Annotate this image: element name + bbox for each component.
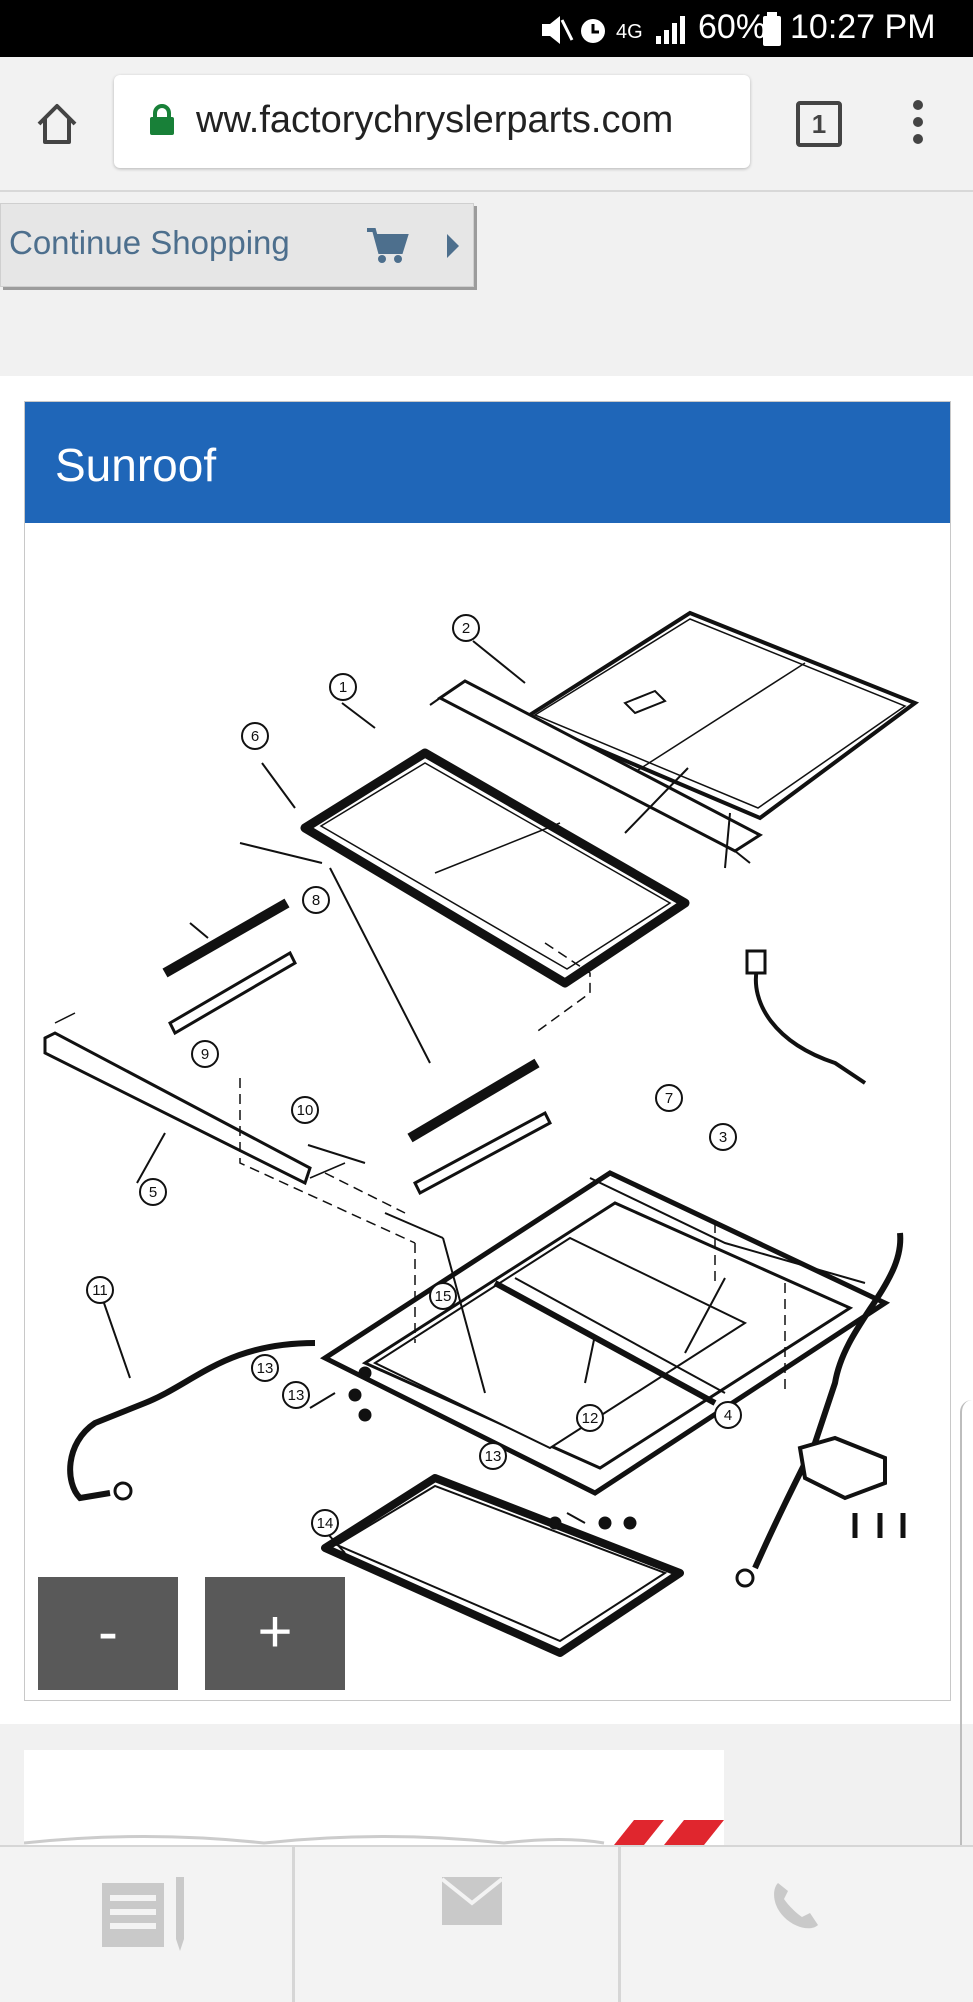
cart-icon	[367, 228, 409, 263]
bottom-navigation	[0, 1845, 973, 2002]
brand-logo-image	[24, 1820, 724, 1845]
sunroof-panel: Sunroof	[24, 401, 951, 1701]
panel-title: Sunroof	[55, 439, 217, 491]
battery-icon	[763, 12, 781, 46]
home-icon[interactable]	[34, 100, 80, 146]
callout-4: 4	[724, 1407, 732, 1424]
callout-5: 5	[149, 1184, 157, 1201]
callout-13a: 13	[257, 1360, 274, 1377]
mute-icon	[542, 16, 574, 44]
callout-9: 9	[201, 1046, 209, 1063]
callout-8: 8	[312, 892, 320, 909]
continue-shopping-label: Continue Shopping	[9, 224, 290, 261]
address-bar[interactable]: ww.factorychryslerparts.com	[114, 75, 750, 168]
sunroof-parts-diagram[interactable]: 1 2 3 4 5 6 7 8 9 10 11 12 13 13 13 14 1…	[25, 523, 950, 1698]
zoom-out-button[interactable]: -	[38, 1577, 178, 1690]
alarm-icon	[581, 19, 605, 43]
tabs-icon[interactable]: 1	[796, 101, 842, 147]
panel-header: Sunroof	[25, 402, 950, 523]
status-bar: 4G 60% 10:27 PM	[0, 0, 973, 57]
callout-7: 7	[665, 1090, 673, 1107]
brand-banner	[24, 1750, 724, 1845]
tab-count: 1	[811, 109, 827, 139]
nav-divider	[618, 1847, 621, 2002]
phone-icon[interactable]	[768, 1879, 822, 1933]
callout-2: 2	[462, 620, 470, 637]
diagram-callouts	[86, 614, 742, 1537]
zoom-out-label: -	[98, 1598, 118, 1665]
continue-shopping-button[interactable]: Continue Shopping	[0, 203, 474, 287]
zoom-in-label: +	[257, 1598, 293, 1665]
signal-icon	[656, 16, 685, 44]
list-icon[interactable]	[100, 1875, 192, 1955]
callout-15: 15	[435, 1288, 452, 1305]
callout-11: 11	[92, 1282, 108, 1299]
lock-icon	[150, 104, 174, 135]
mail-icon[interactable]	[440, 1875, 504, 1927]
status-icons: 4G	[542, 16, 685, 44]
url-text: ww.factorychryslerparts.com	[196, 99, 674, 141]
callout-14: 14	[317, 1515, 334, 1532]
menu-icon[interactable]	[905, 99, 931, 149]
callout-13b: 13	[485, 1448, 502, 1465]
clock: 10:27 PM	[790, 8, 936, 46]
callout-1: 1	[339, 679, 347, 696]
network-type: 4G	[616, 21, 643, 43]
zoom-in-button[interactable]: +	[205, 1577, 345, 1690]
callout-12: 12	[582, 1410, 599, 1427]
triangle-right-icon	[447, 234, 459, 258]
battery-percent: 60%	[698, 8, 767, 46]
browser-toolbar: ww.factorychryslerparts.com 1	[0, 57, 973, 192]
nav-divider	[292, 1847, 295, 2002]
callout-3: 3	[719, 1129, 727, 1146]
callout-6: 6	[251, 728, 259, 745]
scrollbar[interactable]	[960, 1400, 973, 1880]
callout-10: 10	[297, 1102, 314, 1119]
callout-13c: 13	[288, 1387, 305, 1404]
